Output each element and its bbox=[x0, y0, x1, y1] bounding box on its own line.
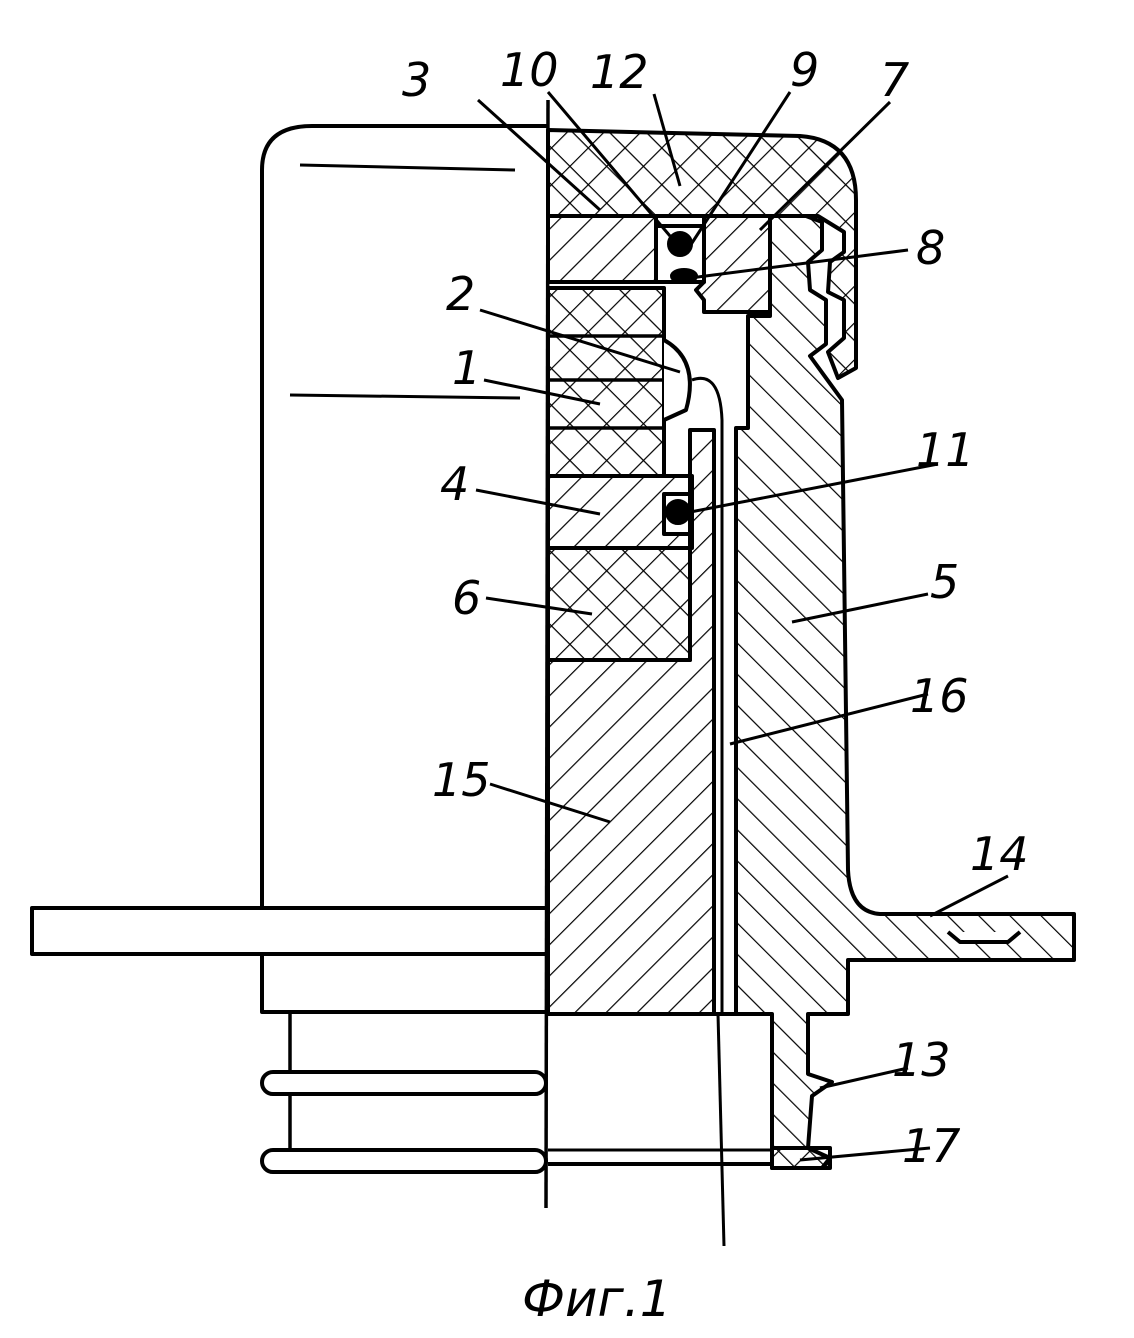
flange-notch bbox=[948, 932, 1020, 942]
housing-outline bbox=[262, 126, 548, 1012]
groove-ring bbox=[262, 1072, 546, 1094]
callout-15: 15 bbox=[432, 753, 491, 807]
callout-9: 9 bbox=[790, 43, 819, 97]
ring-6-section bbox=[548, 548, 690, 660]
callout-4: 4 bbox=[440, 457, 469, 511]
body-section bbox=[736, 216, 1074, 1168]
housing-surface-line bbox=[300, 165, 515, 170]
callout-6: 6 bbox=[452, 571, 481, 625]
callout-1: 1 bbox=[452, 341, 481, 395]
callout-11: 11 bbox=[916, 423, 975, 477]
groove-ring bbox=[262, 1150, 546, 1172]
callout-5: 5 bbox=[930, 555, 959, 609]
o-ring-10 bbox=[669, 233, 691, 255]
figure-caption: Фиг.1 bbox=[522, 1270, 672, 1328]
callout-14: 14 bbox=[970, 827, 1029, 881]
callout-17: 17 bbox=[902, 1119, 961, 1173]
callout-8: 8 bbox=[916, 221, 945, 275]
lead-wire bbox=[718, 1014, 724, 1246]
callout-16: 16 bbox=[910, 669, 969, 723]
contact-element bbox=[664, 340, 690, 420]
callout-2: 2 bbox=[446, 267, 475, 321]
callout-10: 10 bbox=[500, 43, 559, 97]
callout-7: 7 bbox=[880, 53, 909, 107]
callout-12: 12 bbox=[590, 45, 649, 99]
callout-3: 3 bbox=[402, 53, 431, 107]
sensor-stack-section bbox=[548, 288, 664, 476]
upper-insert-section bbox=[548, 216, 656, 282]
ring-7-section bbox=[696, 216, 770, 312]
o-ring-8 bbox=[672, 270, 696, 282]
callout-13: 13 bbox=[892, 1033, 951, 1087]
housing-surface-line bbox=[290, 395, 520, 398]
mounting-plate bbox=[32, 908, 548, 954]
centre-axis bbox=[546, 100, 548, 1208]
